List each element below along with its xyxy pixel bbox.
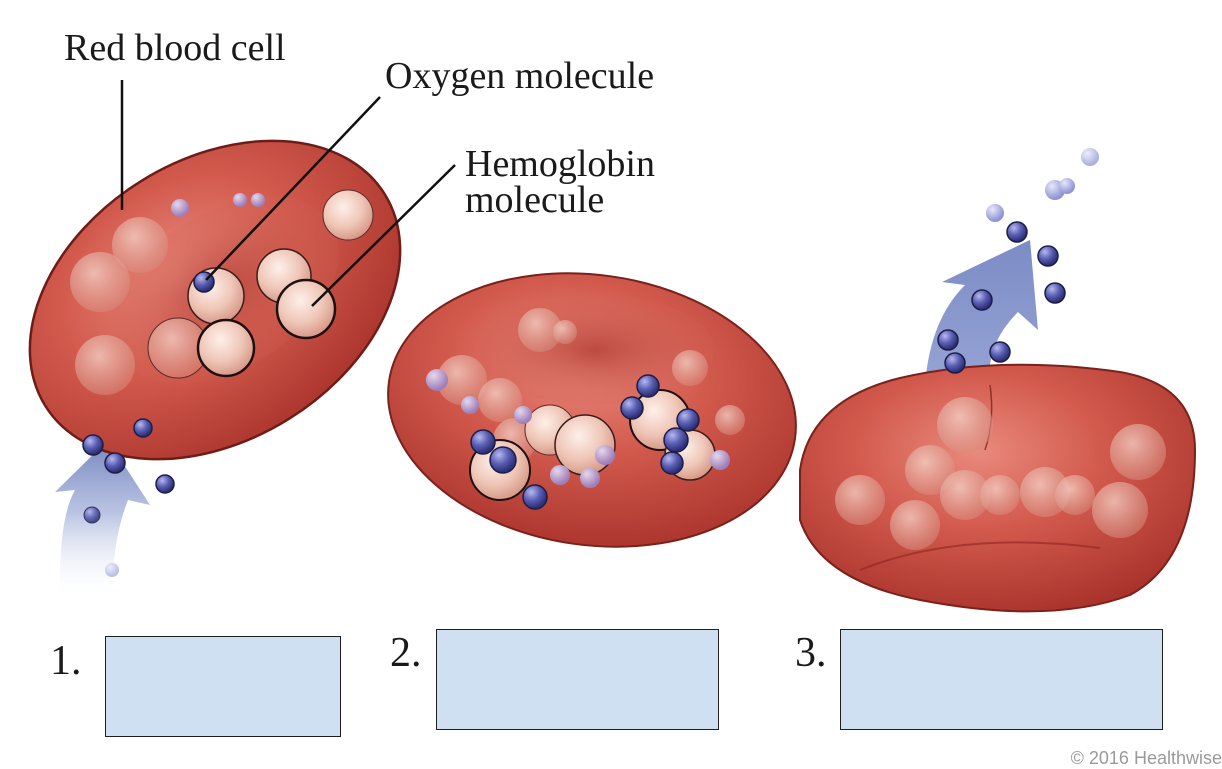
oxygen-molecule-leader [205, 96, 381, 281]
oxygen-outflow-arrow-icon [925, 240, 1038, 385]
hemoglobin-cluster-2 [426, 308, 745, 510]
label-red-blood-cell: Red blood cell [64, 27, 286, 69]
label-hemoglobin-line2: molecule [465, 179, 605, 221]
label-hemoglobin-line1: Hemoglobin [465, 143, 655, 185]
hemoglobin-cluster-3 [835, 397, 1166, 550]
oxygen-inflow-arrow-icon [55, 440, 150, 600]
red-blood-cell-2 [387, 272, 797, 548]
oxygen-transport-diagram [28, 80, 1197, 613]
step-number-2: 2. [390, 630, 422, 676]
label-hemoglobin-molecule: Hemoglobin molecule [465, 143, 655, 221]
red-blood-cell-3 [799, 363, 1197, 613]
step-number-1: 1. [50, 638, 82, 684]
answer-box-3[interactable] [840, 629, 1163, 730]
oxygen-molecules-outflow [937, 148, 1099, 374]
hemoglobin-leader [311, 164, 456, 307]
answer-box-2[interactable] [436, 629, 719, 730]
label-leader-lines [120, 80, 456, 307]
copyright-notice: © 2016 Healthwise [1070, 748, 1222, 768]
hemoglobin-cluster-1 [70, 189, 374, 395]
red-blood-cell-1 [28, 139, 402, 461]
step-number-3: 3. [795, 630, 827, 676]
label-oxygen-molecule: Oxygen molecule [385, 55, 655, 97]
answer-box-1[interactable] [105, 636, 341, 737]
oxygen-molecules-inflow [82, 418, 175, 577]
